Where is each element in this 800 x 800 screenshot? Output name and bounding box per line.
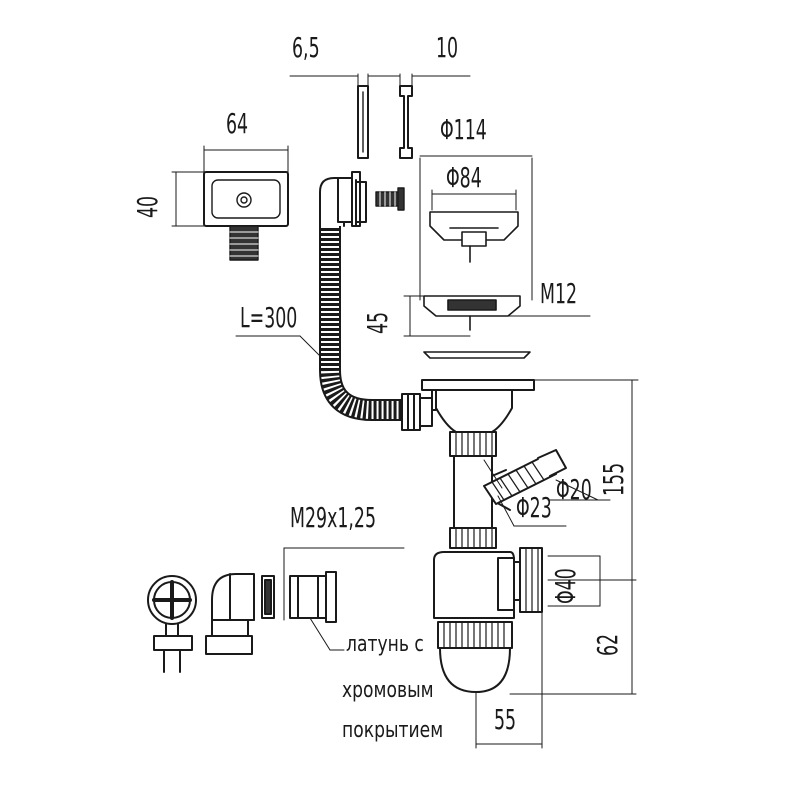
overflow-elbow bbox=[319, 171, 367, 227]
material-note-line1: латунь с bbox=[346, 632, 424, 657]
dim-label-62: 62 bbox=[591, 633, 624, 656]
leader-brass bbox=[309, 617, 345, 651]
gasket-thin bbox=[357, 85, 369, 159]
dim-m29-lines bbox=[283, 547, 405, 621]
leader-l300 bbox=[235, 335, 321, 357]
dim-label-phi40: Φ40 bbox=[549, 568, 582, 604]
dim-label-m29: M29x1,25 bbox=[290, 501, 376, 534]
dim-label-phi114: Φ114 bbox=[440, 113, 487, 146]
hose-nut bbox=[401, 393, 433, 431]
dim-label-10: 10 bbox=[436, 31, 459, 64]
dim-label-40: 40 bbox=[131, 195, 164, 218]
dim-label-phi20: Φ20 bbox=[556, 473, 592, 506]
dim-label-55: 55 bbox=[494, 703, 517, 736]
strainer-frame bbox=[419, 155, 533, 301]
dim-label-phi84: Φ84 bbox=[446, 161, 482, 194]
adapter-washer bbox=[261, 575, 275, 619]
dim-label-45: 45 bbox=[361, 311, 394, 334]
dim-right-lines bbox=[509, 379, 639, 695]
dim-phi-lines bbox=[483, 459, 611, 527]
dim-label-6-5: 6,5 bbox=[292, 31, 320, 64]
dim-label-phi23: Φ23 bbox=[516, 491, 552, 524]
dim-gasket-width-lines bbox=[289, 73, 471, 87]
corrugated-hose bbox=[319, 226, 406, 421]
brass-adapter bbox=[289, 571, 337, 623]
strainer-plug bbox=[423, 295, 521, 331]
dim-label-m12: M12 bbox=[540, 277, 578, 310]
material-note-line3: покрытием bbox=[342, 718, 444, 743]
overflow-box bbox=[203, 171, 289, 261]
screw bbox=[375, 187, 405, 211]
sink-outlet bbox=[421, 379, 535, 433]
bottle-trap bbox=[433, 547, 543, 693]
dim-label-155: 155 bbox=[597, 462, 630, 496]
dim-label-64: 64 bbox=[226, 107, 249, 140]
main-nut bbox=[449, 431, 497, 457]
side-branch bbox=[483, 449, 567, 505]
dim-label-l300: L=300 bbox=[240, 301, 298, 334]
elbow-fitting bbox=[205, 573, 255, 655]
grate-disc bbox=[423, 351, 531, 359]
strainer-basket bbox=[429, 211, 519, 263]
dim-64-40-lines bbox=[171, 145, 289, 227]
dim-45-m12-lines bbox=[403, 295, 591, 337]
material-note-line2: хромовым bbox=[342, 678, 434, 703]
lower-nut bbox=[449, 527, 497, 549]
gasket-thick bbox=[399, 85, 413, 159]
round-fitting bbox=[147, 575, 197, 673]
dim-55-lines bbox=[475, 611, 543, 749]
